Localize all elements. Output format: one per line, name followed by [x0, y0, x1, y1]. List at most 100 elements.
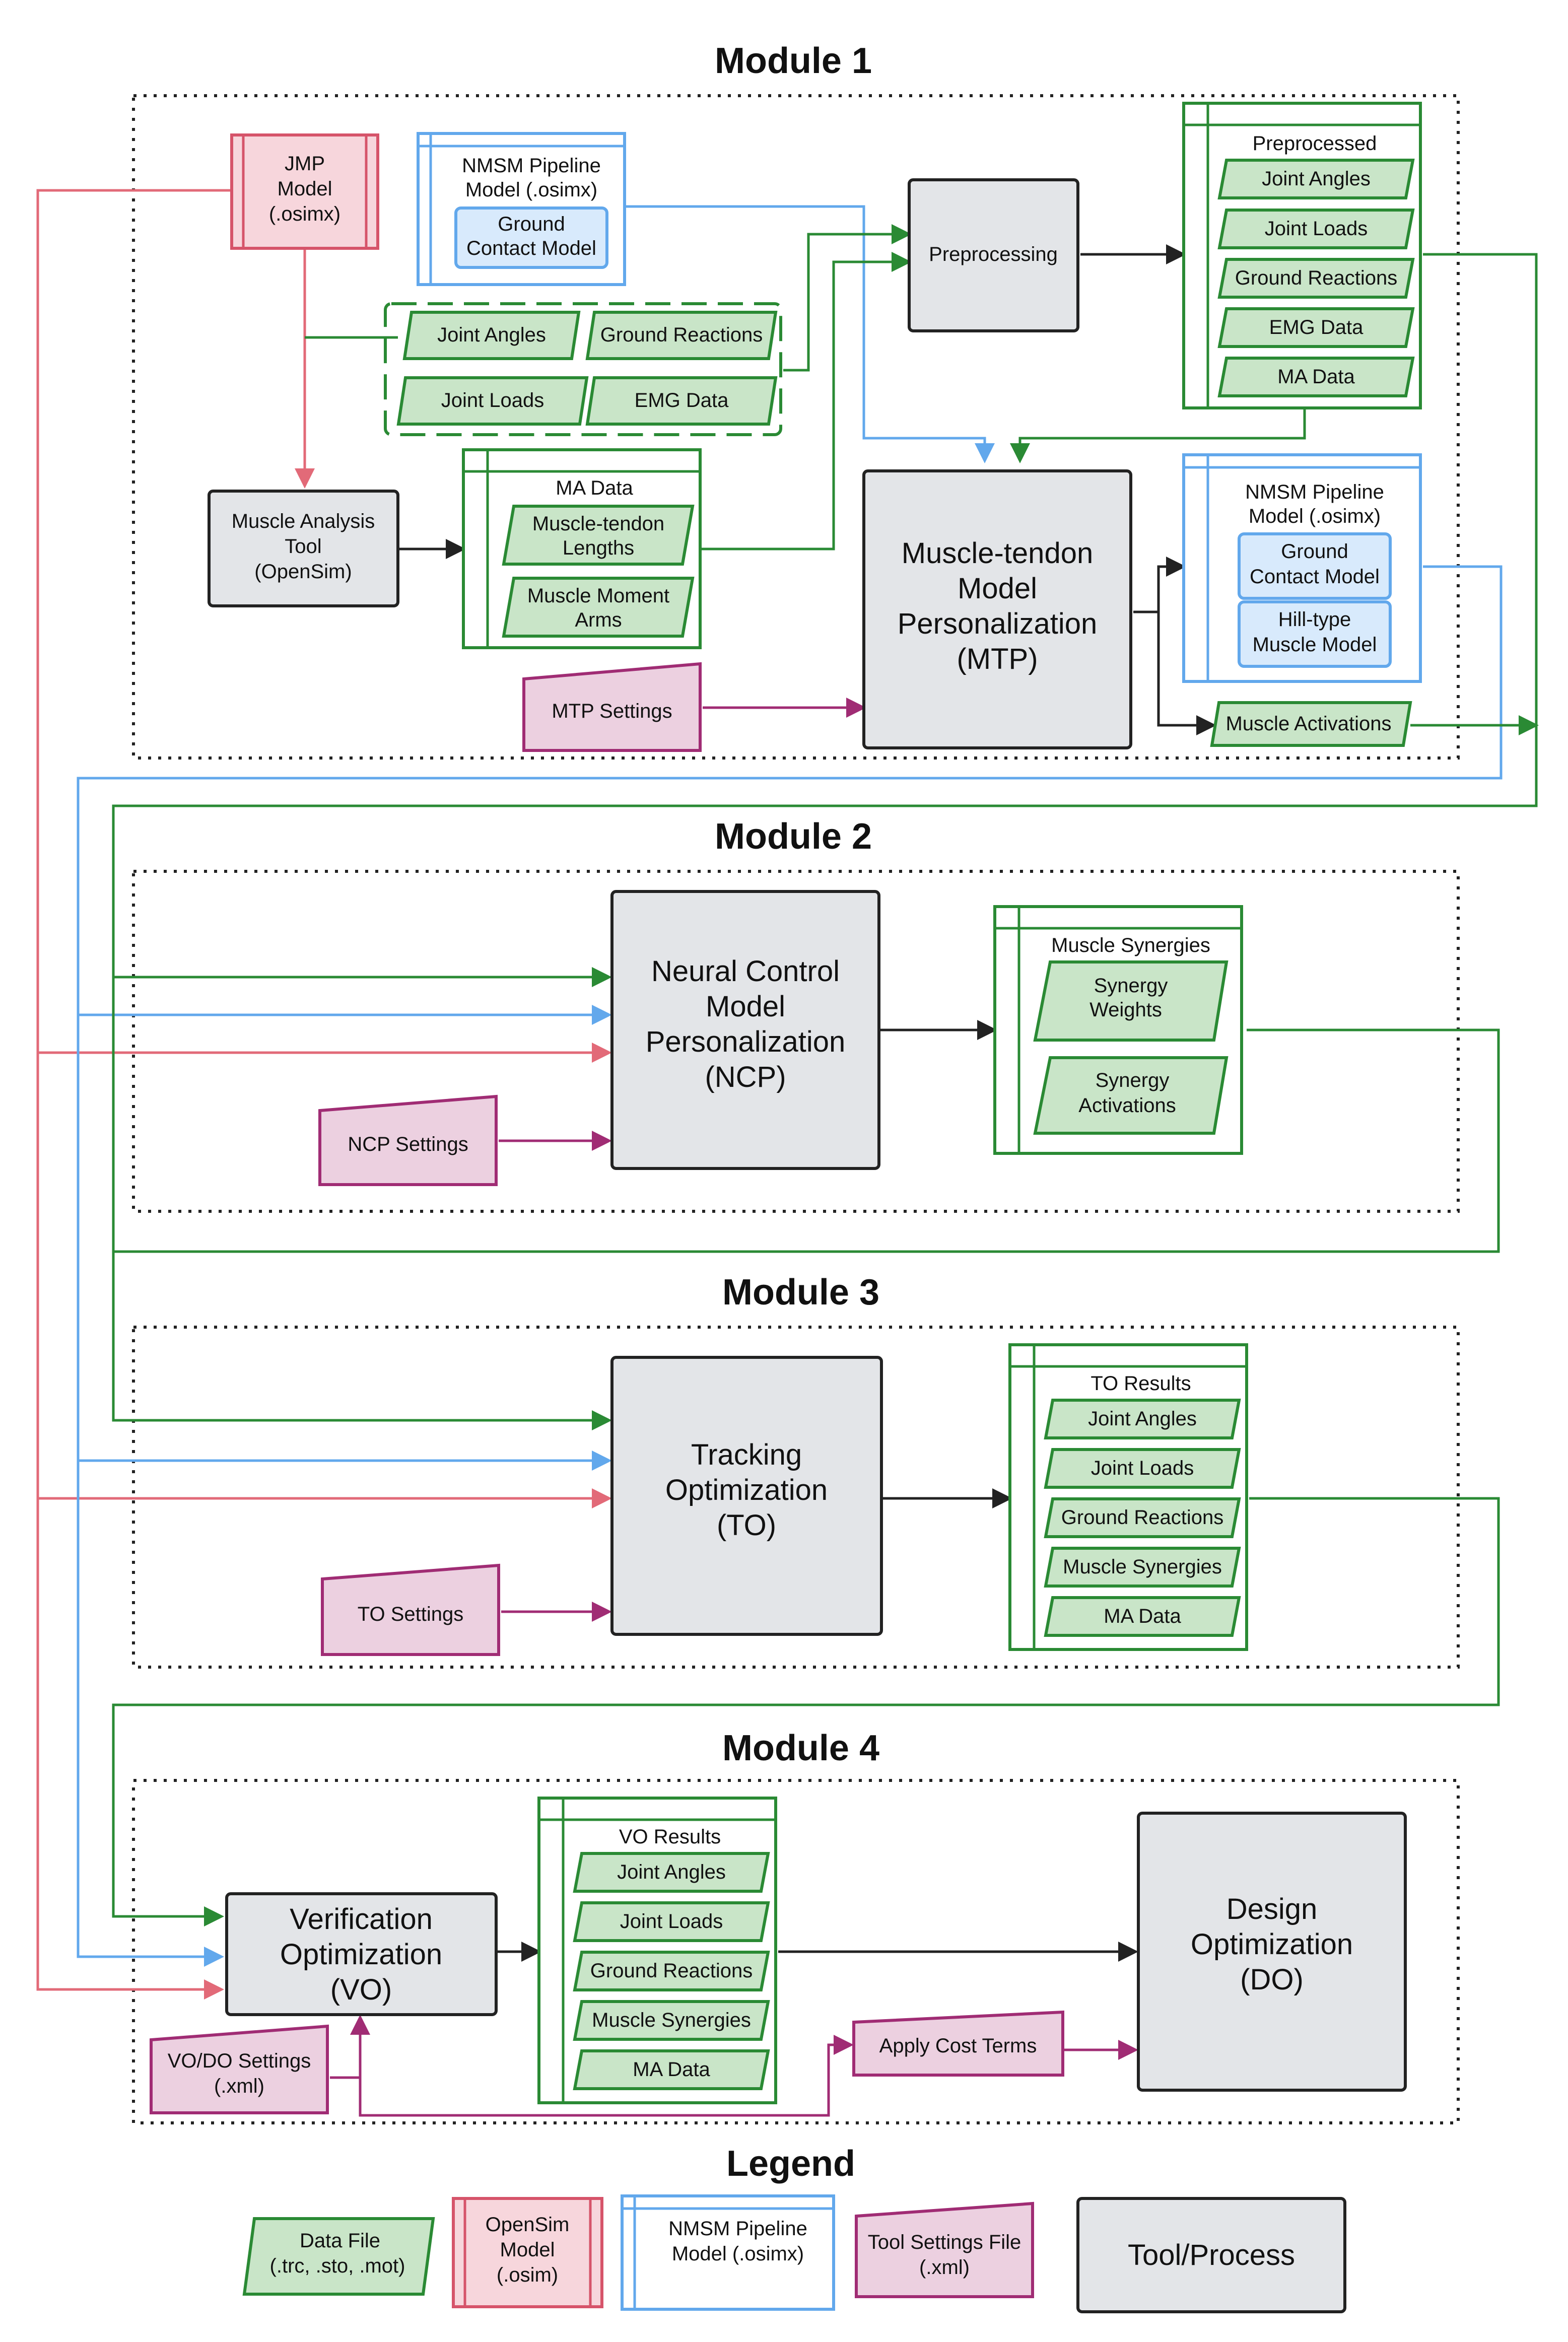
svg-text:EMG Data: EMG Data	[1269, 316, 1364, 338]
svg-text:Design: Design	[1226, 1893, 1318, 1925]
svg-text:(.trc, .sto, .mot): (.trc, .sto, .mot)	[270, 2255, 405, 2277]
svg-text:NMSM Pipeline: NMSM Pipeline	[668, 2218, 807, 2240]
svg-text:Muscle-tendon: Muscle-tendon	[532, 513, 664, 535]
module-1-title: Module 1	[715, 41, 872, 81]
svg-text:TO Results: TO Results	[1090, 1372, 1191, 1395]
svg-text:Joint Angles: Joint Angles	[437, 324, 546, 346]
svg-text:(DO): (DO)	[1240, 1963, 1304, 1996]
preprocessed-item: Ground Reactions	[1217, 258, 1415, 299]
svg-text:Model: Model	[706, 990, 785, 1023]
legend-settings-file: Tool Settings File (.xml)	[855, 2201, 1034, 2298]
to-result-item: Joint Loads	[1044, 1448, 1241, 1489]
svg-text:Ground: Ground	[498, 213, 565, 235]
svg-text:Lengths: Lengths	[563, 537, 634, 559]
svg-text:Joint Angles: Joint Angles	[1262, 168, 1371, 190]
nmsm-to-mtp-line	[625, 205, 995, 463]
svg-text:Tool Settings File: Tool Settings File	[868, 2231, 1021, 2253]
svg-text:Model (.osimx): Model (.osimx)	[672, 2243, 804, 2265]
mtp-tool: Muscle-tendon Model Personalization (MTP…	[862, 469, 1132, 749]
jmp-model-node: JMP Model (.osimx)	[230, 133, 379, 250]
svg-text:Joint Angles: Joint Angles	[1088, 1408, 1197, 1430]
svg-text:TO Settings: TO Settings	[358, 1603, 463, 1625]
svg-text:Activations: Activations	[1078, 1094, 1176, 1117]
svg-text:Tool/Process: Tool/Process	[1128, 2239, 1295, 2271]
svg-text:(TO): (TO)	[717, 1509, 776, 1542]
svg-text:Ground Reactions: Ground Reactions	[590, 1960, 753, 1982]
module-2-title: Module 2	[715, 816, 872, 857]
svg-text:Optimization: Optimization	[280, 1938, 442, 1971]
svg-text:Joint Loads: Joint Loads	[1091, 1457, 1194, 1479]
svg-text:Muscle Synergies: Muscle Synergies	[1051, 934, 1210, 956]
muscle-activations-node: Muscle Activations	[1210, 701, 1412, 747]
legend-nmsm-model: NMSM Pipeline Model (.osimx)	[621, 2194, 835, 2311]
svg-text:Joint Loads: Joint Loads	[620, 1910, 723, 1933]
module-4-frame	[132, 1779, 1460, 2124]
svg-text:MTP Settings: MTP Settings	[552, 700, 672, 722]
to-result-item: Joint Angles	[1044, 1399, 1241, 1439]
svg-text:(.xml): (.xml)	[214, 2075, 264, 2097]
svg-text:EMG Data: EMG Data	[635, 389, 729, 411]
ncp-settings-node: NCP Settings	[318, 1094, 498, 1186]
svg-text:Ground Reactions: Ground Reactions	[1235, 267, 1397, 289]
svg-text:Ground Reactions: Ground Reactions	[1061, 1506, 1223, 1529]
svg-text:Contact Model: Contact Model	[1250, 566, 1380, 588]
preprocessed-item: Joint Angles	[1217, 159, 1415, 199]
legend-tool-process: Tool/Process	[1076, 2197, 1346, 2313]
mtp-to-nmsm-line	[1133, 557, 1186, 613]
vo-result-item: Ground Reactions	[573, 1951, 770, 1991]
apply-cost-terms-node: Apply Cost Terms	[852, 2010, 1064, 2077]
svg-text:(.xml): (.xml)	[919, 2256, 970, 2279]
vo-result-item: MA Data	[573, 2049, 770, 2090]
svg-text:Tool: Tool	[285, 535, 321, 558]
nmsm-out-to-vo-line	[77, 565, 1503, 1967]
svg-text:JMP: JMP	[285, 153, 325, 175]
to-results-container: TO Results Joint Angles Joint Loads Grou…	[1008, 1343, 1248, 1651]
svg-text:Optimization: Optimization	[1191, 1928, 1353, 1961]
svg-text:Joint Loads: Joint Loads	[1265, 218, 1368, 240]
to-results-to-vo-line	[112, 1497, 1500, 1926]
svg-text:MA Data: MA Data	[1104, 1605, 1181, 1627]
svg-text:Data File: Data File	[300, 2230, 380, 2252]
svg-text:Neural Control: Neural Control	[651, 955, 840, 988]
svg-text:Joint Loads: Joint Loads	[441, 389, 544, 411]
svg-text:Muscle Model: Muscle Model	[1253, 634, 1377, 656]
svg-text:Personalization: Personalization	[646, 1025, 846, 1058]
svg-text:Muscle Activations: Muscle Activations	[1225, 713, 1391, 735]
input-data-group: Joint Angles Ground Reactions Joint Load…	[384, 302, 782, 436]
svg-text:MA Data: MA Data	[633, 2058, 710, 2081]
vo-tool: Verification Optimization (VO)	[225, 1892, 498, 2016]
module-1-frame	[132, 94, 1460, 760]
vo-settings-line	[330, 2015, 370, 2079]
svg-text:NMSM Pipeline: NMSM Pipeline	[1245, 481, 1384, 503]
svg-text:(.osimx): (.osimx)	[269, 203, 340, 225]
svg-text:Preprocessed: Preprocessed	[1253, 132, 1377, 155]
to-settings-node: TO Settings	[321, 1563, 500, 1656]
svg-text:NMSM Pipeline: NMSM Pipeline	[462, 155, 601, 177]
do-settings-line	[359, 2035, 854, 2117]
vo-result-item: Joint Loads	[573, 1901, 770, 1942]
svg-text:Muscle Analysis: Muscle Analysis	[232, 510, 375, 532]
vo-result-item: Muscle Synergies	[573, 2000, 770, 2041]
module-4-title: Module 4	[722, 1728, 879, 1768]
svg-text:(NCP): (NCP)	[705, 1061, 786, 1093]
vo-result-item: Joint Angles	[573, 1852, 770, 1893]
svg-text:Synergy: Synergy	[1094, 975, 1168, 997]
preprocessed-item: EMG Data	[1217, 307, 1415, 348]
preprocessed-item: Joint Loads	[1217, 209, 1415, 249]
svg-text:Model (.osimx): Model (.osimx)	[465, 179, 597, 201]
mtp-to-activations-line	[1157, 612, 1216, 735]
ma-data-to-preprocessing-line	[698, 252, 912, 550]
svg-text:Joint Angles: Joint Angles	[617, 1861, 726, 1883]
svg-text:Muscle Synergies: Muscle Synergies	[592, 2009, 751, 2031]
svg-text:VO/DO Settings: VO/DO Settings	[168, 2050, 311, 2072]
svg-text:(MTP): (MTP)	[957, 643, 1038, 675]
jmp-to-vo-line	[36, 189, 232, 2000]
svg-text:Ground: Ground	[1281, 540, 1348, 563]
input-joint-loads	[396, 376, 589, 426]
module-3-frame	[132, 1326, 1460, 1669]
